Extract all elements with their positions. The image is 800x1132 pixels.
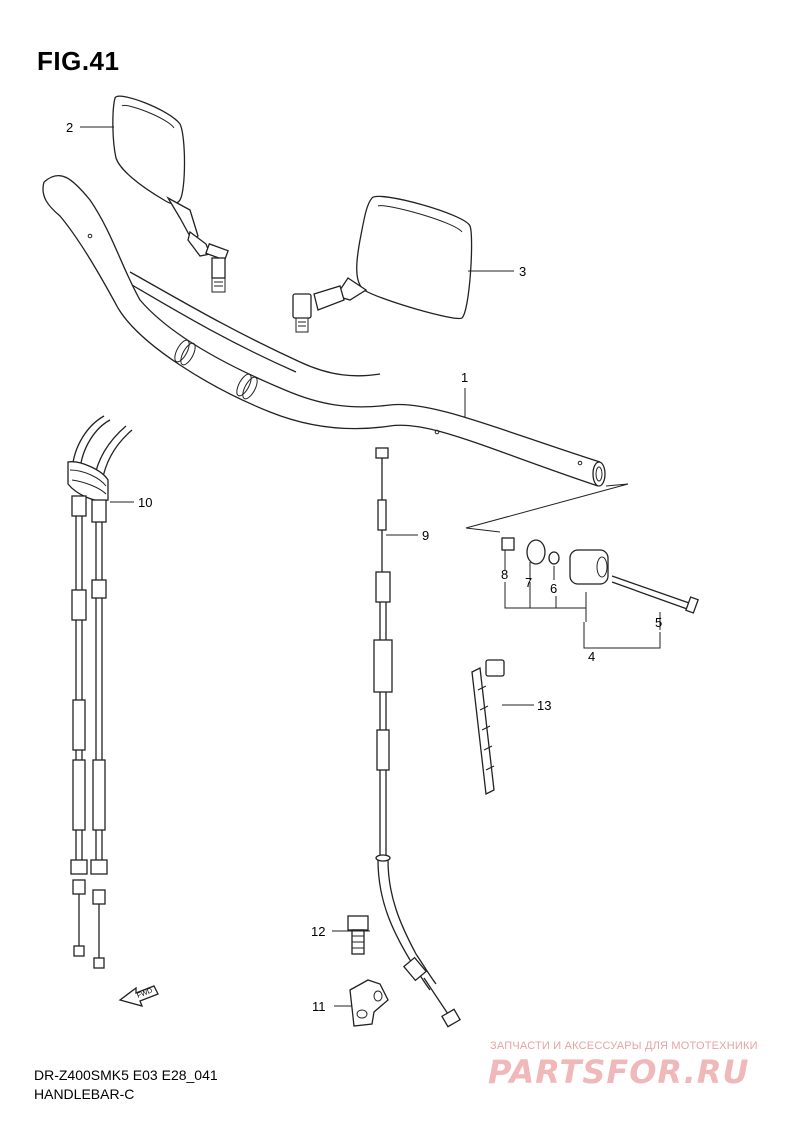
callout-3: 3: [519, 264, 527, 279]
tie-strap-part: [471, 659, 505, 795]
callout-4: 4: [588, 649, 596, 664]
throttle-cables-part: [67, 415, 133, 969]
cable-clamp-part: [349, 979, 389, 1027]
section-name-label: HANDLEBAR-C: [34, 1086, 135, 1102]
handlebar-part: [42, 174, 606, 487]
callout-10: 10: [138, 495, 153, 510]
callout-2: 2: [66, 120, 74, 135]
callout-9: 9: [422, 528, 430, 543]
left-mirror-part: [112, 95, 229, 293]
model-code-label: DR-Z400SMK5 E03 E28_041: [34, 1067, 218, 1083]
callout-13: 13: [537, 698, 552, 713]
handlebar-balancer-parts: [465, 483, 699, 649]
forward-direction-arrow-icon: FWD: [118, 985, 159, 1007]
callout-7: 7: [525, 575, 533, 590]
clutch-cable-part: [373, 447, 461, 1028]
callout-leader-lines: [80, 126, 661, 1007]
watermark-logo: PARTSFOR.RU: [488, 1053, 750, 1091]
callout-5: 5: [655, 615, 663, 630]
right-mirror-part: [292, 195, 473, 333]
callout-12: 12: [311, 924, 326, 939]
figure-title: FIG.41: [37, 46, 120, 76]
callout-1: 1: [461, 370, 469, 385]
callout-6: 6: [550, 581, 558, 596]
callout-11: 11: [312, 999, 326, 1014]
watermark-tagline: ЗАПЧАСТИ И АКСЕССУАРЫ ДЛЯ МОТОТЕХНИКИ: [490, 1040, 758, 1052]
bolt-part: [347, 915, 369, 955]
callout-8: 8: [501, 567, 509, 582]
